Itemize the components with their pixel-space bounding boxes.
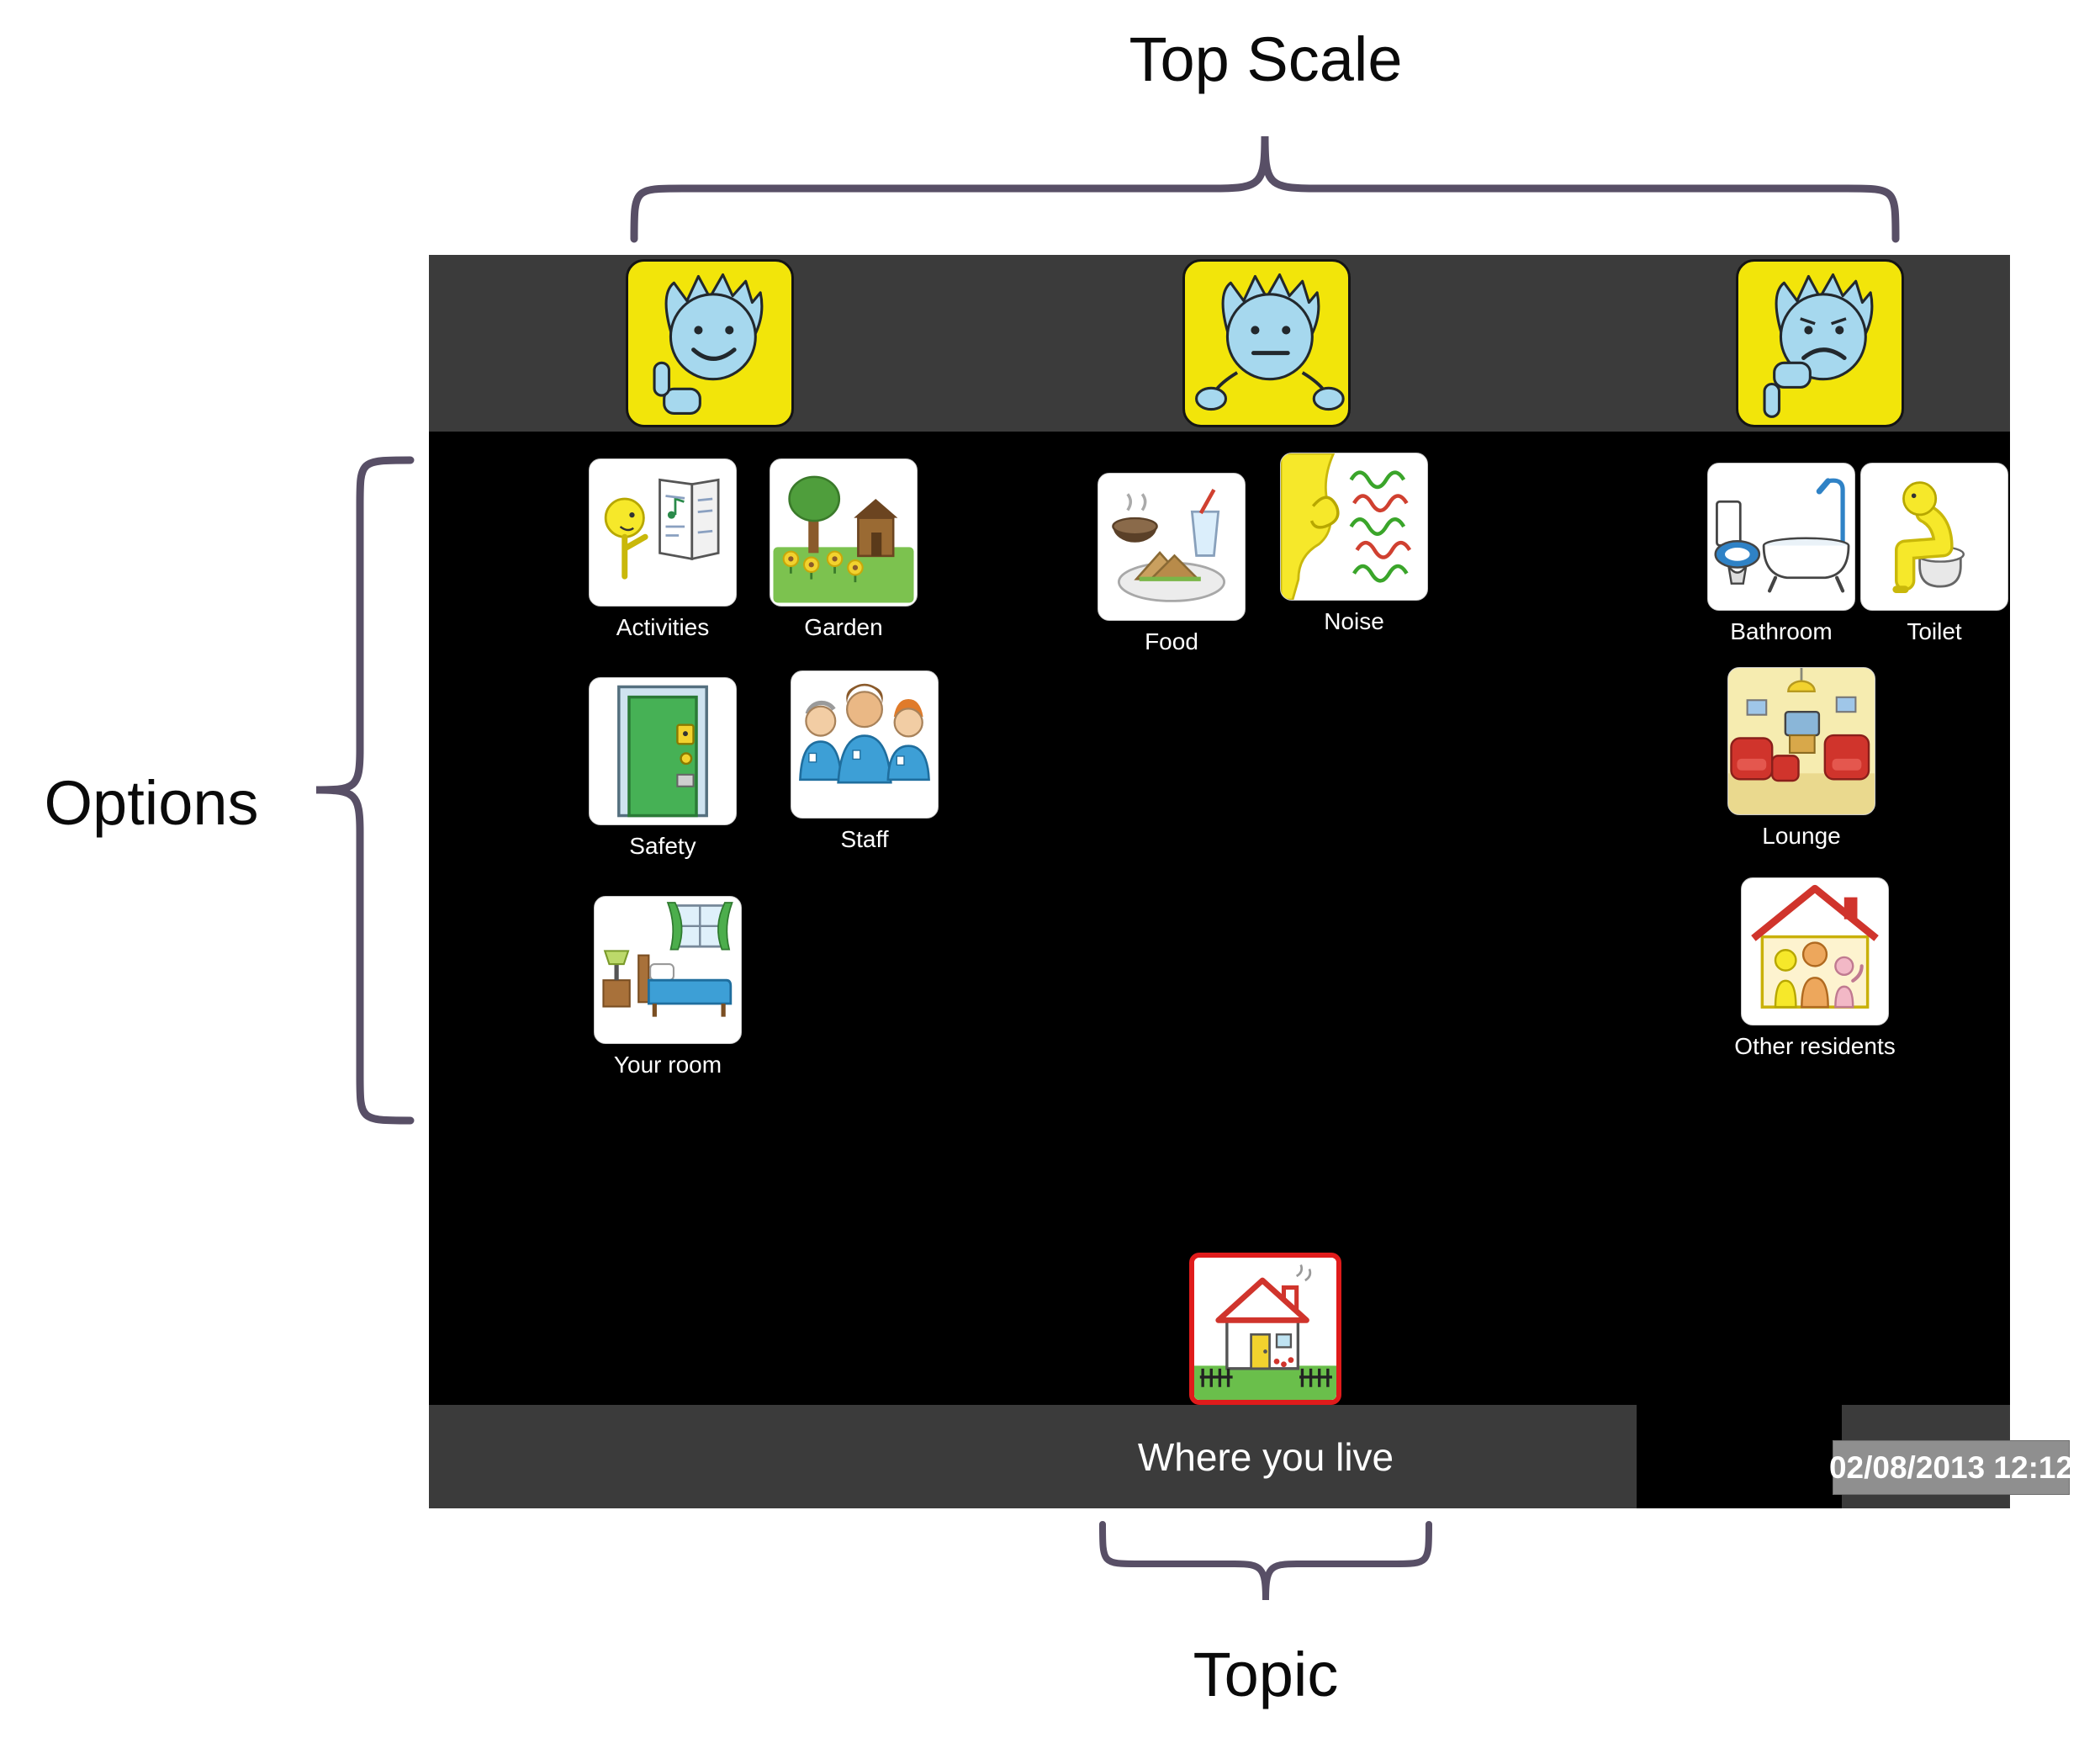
topic-card-where-you-live[interactable]: [1189, 1253, 1341, 1405]
house-icon: [1194, 1258, 1336, 1400]
option-label: Bathroom: [1730, 618, 1833, 644]
staff-icon: [791, 670, 939, 819]
noise-icon: [1280, 453, 1428, 601]
topic-brace-path: [1099, 1521, 1432, 1601]
talking-mats-app: Activities: [429, 255, 2010, 1508]
lounge-icon: [1727, 667, 1875, 815]
options-brace-path: [315, 456, 415, 1125]
option-label: Your room: [613, 1052, 722, 1078]
topic-bar: Where you live: [429, 1404, 2010, 1508]
scale-neutral-button[interactable]: [1182, 259, 1351, 427]
topic-bar-label: Where you live: [1137, 1434, 1394, 1479]
option-label: Staff: [840, 826, 889, 852]
option-safety[interactable]: Safety: [589, 677, 737, 860]
option-label: Other residents: [1734, 1033, 1896, 1059]
option-staff[interactable]: Staff: [791, 670, 939, 853]
topic-brace: [1099, 1521, 1432, 1601]
option-other-residents[interactable]: Other residents: [1734, 877, 1896, 1060]
option-label: Lounge: [1762, 823, 1841, 849]
top-scale-annotation: Top Scale: [1129, 24, 1403, 94]
food-icon: [1098, 473, 1246, 621]
top-scale-brace: [630, 135, 1900, 243]
option-noise[interactable]: Noise: [1280, 453, 1428, 635]
option-label: Activities: [616, 614, 710, 640]
datetime-display: 02/08/2013 12:12: [1829, 1440, 2073, 1495]
masked-region: [1637, 1404, 1842, 1508]
option-toilet[interactable]: Toilet: [1860, 463, 2008, 645]
other-residents-icon: [1741, 877, 1889, 1025]
options-annotation: Options: [44, 768, 259, 838]
option-your-room[interactable]: Your room: [594, 896, 742, 1078]
toilet-icon: [1860, 463, 2008, 611]
options-brace: [315, 456, 415, 1125]
option-label: Garden: [804, 614, 883, 640]
option-label: Food: [1145, 628, 1198, 654]
option-activities[interactable]: Activities: [589, 458, 737, 641]
neutral-unsure-icon: [1195, 273, 1345, 411]
topic-annotation: Topic: [1193, 1640, 1339, 1709]
scale-negative-button[interactable]: [1736, 259, 1904, 427]
option-label: Noise: [1324, 608, 1384, 634]
sad-thumbs-down-icon: [1763, 273, 1874, 418]
your-room-icon: [594, 896, 742, 1044]
happy-thumbs-up-icon: [653, 273, 764, 415]
option-label: Safety: [629, 833, 696, 859]
option-bathroom[interactable]: Bathroom: [1707, 463, 1855, 645]
bathroom-icon: [1707, 463, 1855, 611]
scale-positive-button[interactable]: [626, 259, 794, 427]
safety-icon: [589, 677, 737, 825]
top-scale-bar: [429, 255, 2010, 432]
option-food[interactable]: Food: [1098, 473, 1246, 655]
activities-icon: [589, 458, 737, 607]
top-scale-brace-path: [630, 135, 1900, 243]
option-label: Toilet: [1907, 618, 1962, 644]
option-lounge[interactable]: Lounge: [1727, 667, 1875, 850]
option-garden[interactable]: Garden: [770, 458, 918, 641]
garden-icon: [770, 458, 918, 607]
options-board: Activities: [429, 432, 2010, 1405]
